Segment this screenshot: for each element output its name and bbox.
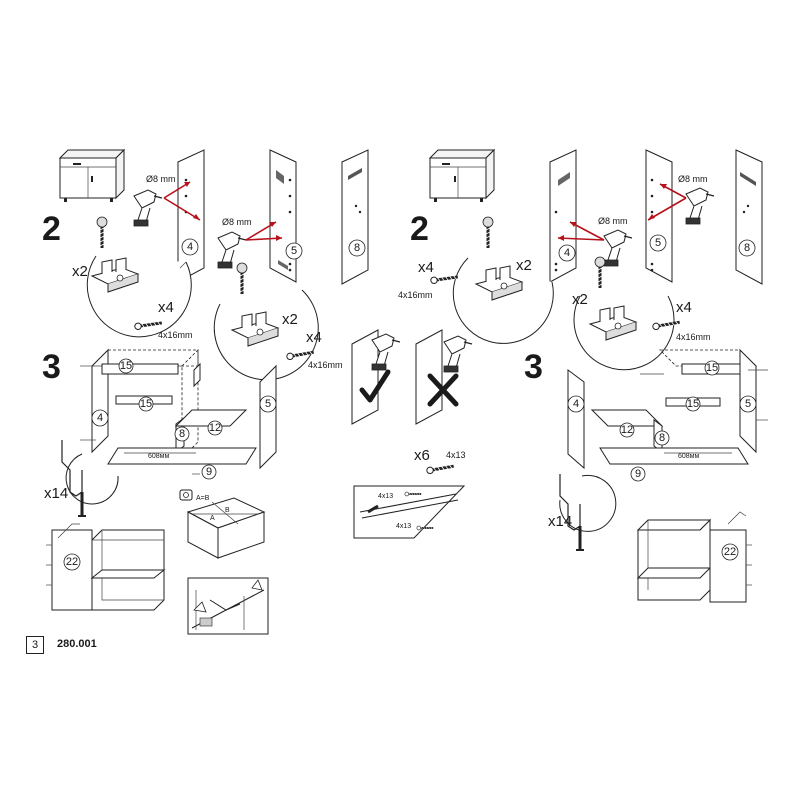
tape-measure-icon (179, 489, 193, 501)
quantity-label: x14 (44, 485, 68, 502)
screw-size-label: 4x16mm (158, 330, 193, 340)
leg-zoom-detail (60, 438, 119, 518)
quantity-label: x6 (414, 447, 430, 464)
drill-icon (603, 229, 633, 267)
part-label-12: 12 (621, 424, 633, 436)
width-dimension-label: 608мм (678, 453, 699, 460)
screw-icon (424, 461, 456, 476)
drawer-runner-detail: 4x13 4x13 (353, 485, 466, 539)
part-label-4: 4 (573, 398, 579, 410)
hinge-zoom-detail (573, 256, 682, 371)
drill-right-example (351, 329, 401, 425)
part-label-5: 5 (265, 398, 271, 410)
width-dimension-label: 608мм (148, 453, 169, 460)
hinge-zoom-detail (86, 216, 192, 338)
part-label-8: 8 (659, 432, 665, 444)
carcass-exploded-view: 4 15 15 8 12 5 608мм 9 (80, 348, 277, 480)
back-panel-8: 8 (735, 149, 763, 285)
screw-size-label: 4x13 (378, 493, 393, 500)
screw-size-label: 4x16mm (398, 290, 433, 300)
part-label-4: 4 (187, 241, 193, 253)
quantity-label: x2 (282, 311, 298, 328)
page-number: 3 (26, 636, 44, 654)
drill-icon (133, 189, 163, 227)
part-label-8: 8 (744, 242, 750, 254)
square-check-detail: A=B A B (179, 489, 266, 559)
drill-icon (685, 187, 715, 225)
cabinet-thumbnail (58, 148, 126, 202)
screw-size-label: 4x16mm (308, 360, 343, 370)
step-3-number: 3 (42, 348, 61, 386)
part-label-5: 5 (745, 398, 751, 410)
step-2-number: 2 (410, 210, 429, 248)
screw-size-label: 4x16mm (676, 332, 711, 342)
drill-size-label: Ø8 mm (146, 174, 176, 184)
drill-size-label: Ø8 mm (222, 217, 252, 227)
left-section: 2 4 Ø8 mm 5 (42, 148, 369, 635)
drill-size-label: Ø8 mm (598, 216, 628, 226)
right-section: 2 4 Ø8 mm 5 Ø8 mm (398, 148, 768, 603)
part-label-9: 9 (206, 466, 212, 478)
drill-icon (443, 335, 473, 373)
part-label-15: 15 (706, 362, 718, 374)
side-panel-5: 5 (645, 149, 673, 283)
assembled-cabinet-left: 22 (46, 523, 166, 611)
quantity-label: x14 (548, 513, 572, 530)
part-label-22: 22 (66, 556, 78, 568)
drill-icon (217, 231, 247, 269)
part-label-22: 22 (724, 546, 736, 558)
center-section: x6 4x13 4x13 4x13 (351, 329, 473, 539)
part-label-12: 12 (209, 422, 221, 434)
part-label-5: 5 (291, 245, 297, 257)
screw-size-label: 4x13 (396, 523, 411, 530)
screw-size-label: 4x13 (446, 450, 466, 460)
quantity-label: x4 (676, 299, 692, 316)
step-3-number: 3 (524, 348, 543, 386)
step-2-number: 2 (42, 210, 61, 248)
hinge-zoom-detail (428, 216, 554, 344)
equal-diagonal-label: A=B (196, 495, 210, 502)
cabinet-thumbnail (428, 148, 496, 202)
part-label-8: 8 (354, 242, 360, 254)
assembled-cabinet-right: 22 (636, 511, 752, 603)
quantity-label: x4 (306, 329, 322, 346)
part-label-15: 15 (687, 398, 699, 410)
svg-text:A: A (210, 515, 215, 522)
part-label-4: 4 (564, 247, 570, 259)
part-label-15: 15 (140, 398, 152, 410)
back-panel-8: 8 (341, 149, 369, 285)
drill-wrong-example (415, 329, 473, 425)
part-label-15: 15 (120, 360, 132, 372)
quantity-label: x4 (418, 259, 434, 276)
quantity-label: x2 (72, 263, 88, 280)
hinge-zoom-detail (213, 262, 319, 381)
leg-zoom-detail (558, 472, 617, 552)
check-icon (359, 369, 391, 403)
part-label-9: 9 (635, 468, 641, 480)
quantity-label: x2 (572, 291, 588, 308)
back-panel-insert-detail (187, 577, 269, 635)
part-label-5: 5 (655, 237, 661, 249)
cross-icon (427, 373, 459, 407)
side-panel-5: 5 (269, 149, 303, 283)
quantity-label: x2 (516, 257, 532, 274)
part-label-4: 4 (97, 412, 103, 424)
quantity-label: x4 (158, 299, 174, 316)
carcass-exploded-view: 4 15 15 12 8 5 608мм 9 (567, 348, 768, 482)
part-label-8: 8 (179, 428, 185, 440)
product-code: 280.001 (57, 638, 97, 650)
side-panel-4: 4 (549, 149, 577, 283)
svg-text:B: B (225, 507, 230, 514)
drill-size-label: Ø8 mm (678, 174, 708, 184)
